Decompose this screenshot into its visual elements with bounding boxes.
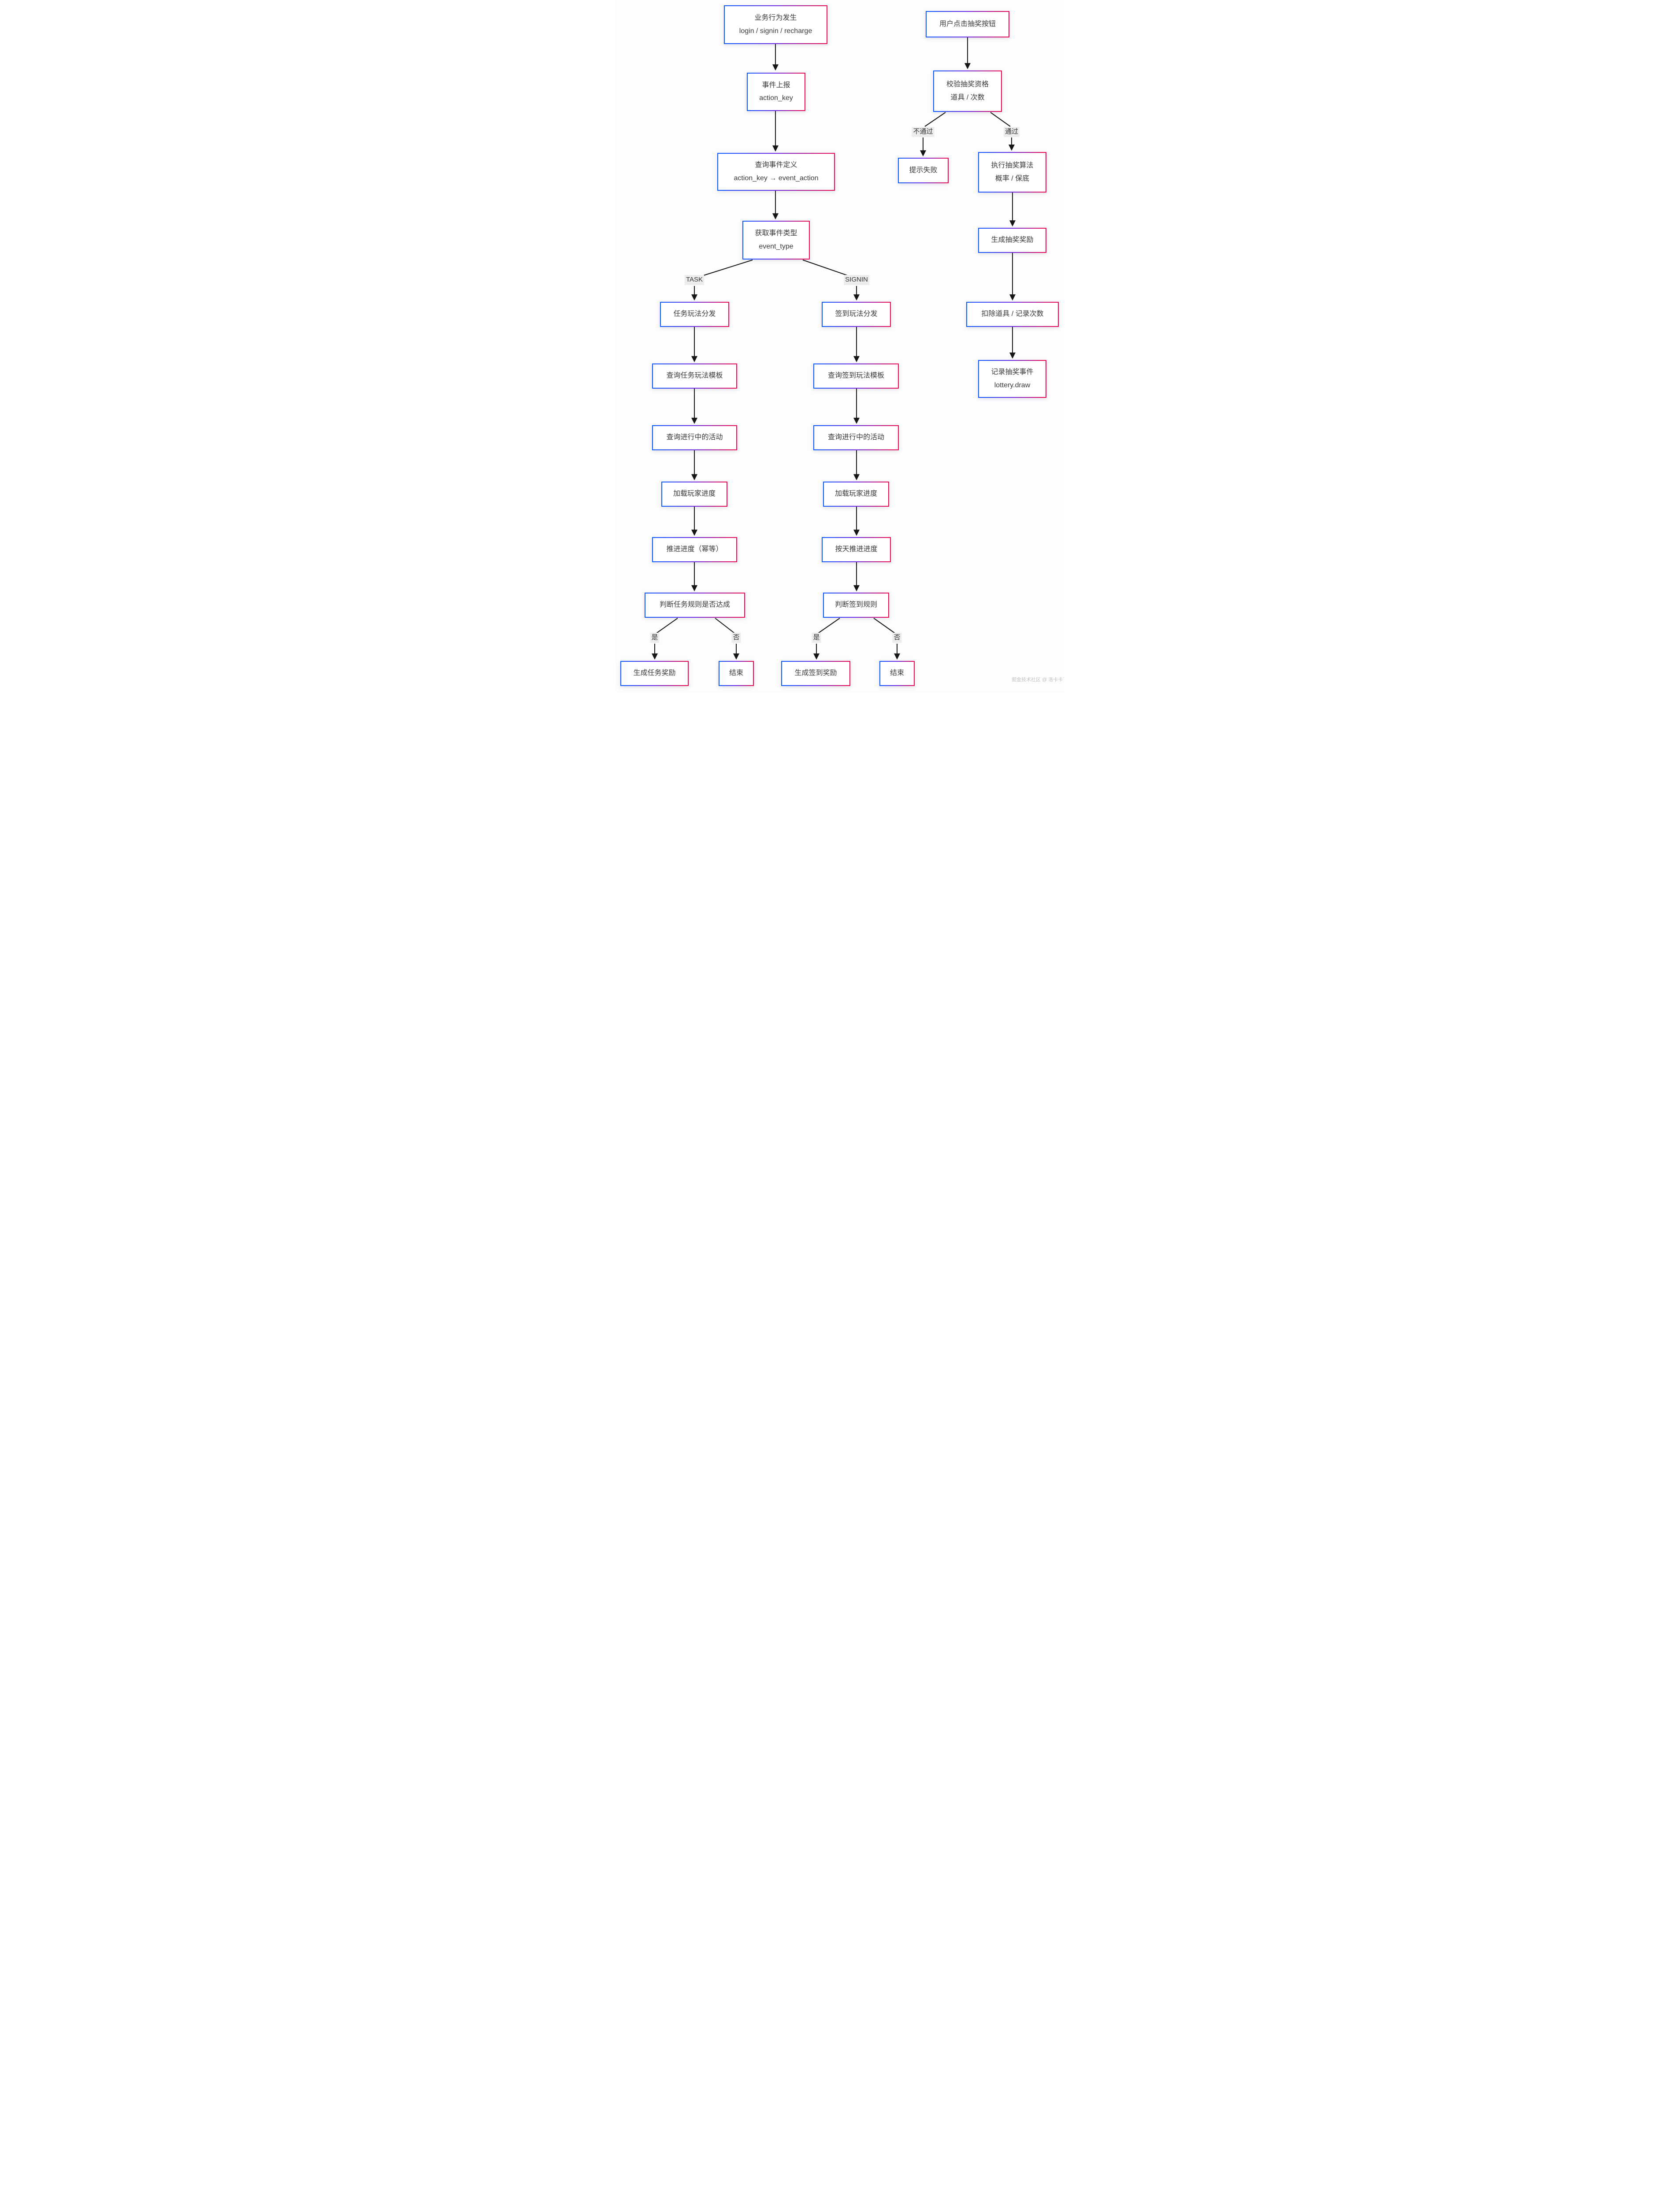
node-task-advance-progress: 推进进度（幂等）	[652, 537, 737, 562]
edge-label-task: TASK	[684, 275, 705, 285]
node-text: 获取事件类型	[755, 230, 797, 237]
node-text: lottery.draw	[994, 381, 1031, 389]
node-text: 查询事件定义	[755, 161, 797, 169]
node-signin-query-active: 查询进行中的活动	[813, 425, 899, 450]
node-text: 加载玩家进度	[673, 490, 716, 498]
flow-edge	[656, 618, 678, 634]
node-text: 生成抽奖奖励	[991, 236, 1034, 244]
node-text: 提示失败	[909, 166, 938, 174]
node-text: 执行抽奖算法	[991, 162, 1034, 170]
flow-edge	[802, 260, 849, 276]
node-task-dispatch: 任务玩法分发	[660, 302, 729, 327]
watermark: 掘金技术社区 @ 洛卡卡了	[1012, 677, 1064, 682]
edge-label-pass: 通过	[1003, 127, 1020, 137]
node-text: 判断任务规则是否达成	[659, 601, 730, 609]
node-lottery-run-algorithm: 执行抽奖算法 概率 / 保底	[978, 152, 1046, 193]
node-text: 概率 / 保底	[995, 174, 1030, 182]
node-text: 业务行为发生	[754, 14, 797, 22]
edge-label-yes: 是	[650, 633, 660, 643]
node-text: 生成签到奖励	[794, 669, 837, 677]
edge-label-no: 否	[731, 633, 741, 643]
node-text: login / signin / recharge	[739, 27, 812, 35]
node-text: action_key → event_action	[734, 174, 819, 182]
node-signin-load-progress: 加载玩家进度	[823, 482, 889, 507]
node-text: 扣除道具 / 记录次数	[981, 310, 1044, 318]
node-text: 推进进度（幂等）	[666, 545, 723, 553]
node-get-event-type: 获取事件类型 event_type	[742, 221, 810, 260]
node-text: 签到玩法分发	[835, 310, 878, 318]
node-task-load-progress: 加载玩家进度	[661, 482, 727, 507]
node-signin-reward: 生成签到奖励	[781, 661, 850, 686]
node-task-end: 结束	[719, 661, 754, 686]
node-signin-query-template: 查询签到玩法模板	[813, 363, 899, 389]
edge-label-signin: SIGNIN	[844, 275, 869, 285]
node-business-action: 业务行为发生 login / signin / recharge	[724, 5, 827, 44]
node-lottery-record-event: 记录抽奖事件 lottery.draw	[978, 360, 1046, 398]
flow-edge	[702, 260, 753, 276]
node-lottery-generate-reward: 生成抽奖奖励	[978, 228, 1046, 253]
node-lottery-fail-tip: 提示失败	[898, 158, 949, 183]
node-task-reward: 生成任务奖励	[620, 661, 689, 686]
node-query-event-definition: 查询事件定义 action_key → event_action	[717, 153, 835, 191]
node-signin-end: 结束	[879, 661, 915, 686]
flow-connectors	[652, 37, 1016, 660]
node-text: 加载玩家进度	[834, 490, 877, 498]
node-text: 校验抽奖资格	[946, 81, 989, 89]
node-text: 查询任务玩法模板	[666, 372, 723, 380]
node-text: 结束	[890, 669, 904, 677]
node-text: 查询签到玩法模板	[827, 372, 884, 380]
node-lottery-click-button: 用户点击抽奖按钮	[926, 11, 1009, 37]
node-text: 查询进行中的活动	[666, 434, 723, 441]
node-task-check-rule: 判断任务规则是否达成	[645, 593, 745, 618]
node-text: 按天推进进度	[835, 545, 878, 553]
flow-edge	[990, 112, 1011, 127]
node-text: 道具 / 次数	[950, 93, 985, 101]
flowchart-canvas: 业务行为发生 login / signin / recharge 事件上报 ac…	[616, 0, 1064, 693]
flow-edge	[818, 618, 840, 634]
node-text: 查询进行中的活动	[827, 434, 884, 441]
node-text: 生成任务奖励	[633, 669, 676, 677]
flow-edge	[924, 112, 946, 127]
flow-edge	[715, 618, 735, 634]
node-event-report: 事件上报 action_key	[747, 73, 805, 111]
node-signin-dispatch: 签到玩法分发	[822, 302, 891, 327]
edge-label-yes: 是	[812, 633, 821, 643]
node-signin-advance-daily: 按天推进进度	[822, 537, 891, 562]
node-task-query-template: 查询任务玩法模板	[652, 363, 737, 389]
edge-label-no: 否	[892, 633, 902, 643]
node-text: 事件上报	[762, 81, 790, 89]
node-text: 用户点击抽奖按钮	[939, 20, 996, 28]
node-text: event_type	[759, 242, 794, 250]
node-task-query-active: 查询进行中的活动	[652, 425, 737, 450]
node-signin-check-rule: 判断签到规则	[823, 593, 889, 618]
edge-label-fail: 不通过	[912, 127, 935, 137]
node-lottery-verify: 校验抽奖资格 道具 / 次数	[933, 70, 1002, 112]
node-text: 任务玩法分发	[673, 310, 716, 318]
node-text: action_key	[759, 94, 793, 102]
node-lottery-deduct: 扣除道具 / 记录次数	[966, 302, 1059, 327]
node-text: 结束	[729, 669, 743, 677]
node-text: 记录抽奖事件	[991, 368, 1034, 376]
flow-edge	[873, 618, 895, 634]
node-text: 判断签到规则	[834, 601, 877, 609]
